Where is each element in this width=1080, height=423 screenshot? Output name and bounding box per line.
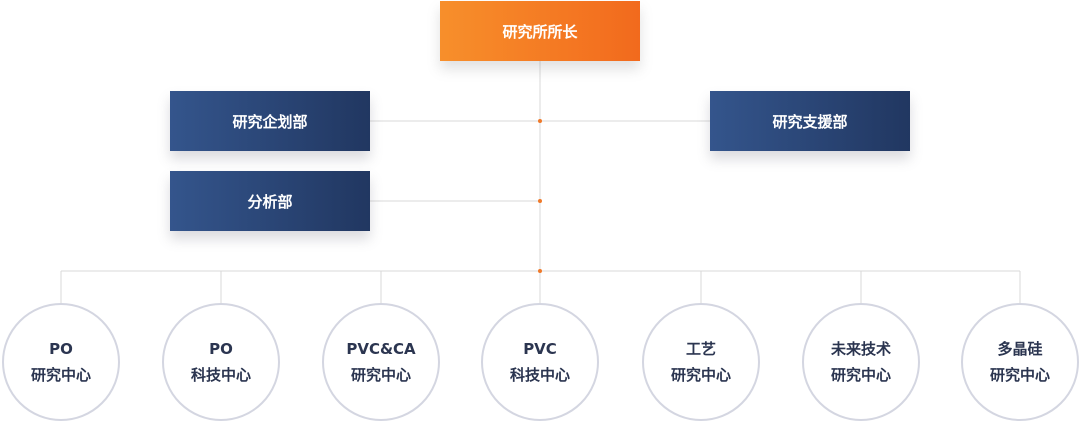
junction-dot — [538, 199, 542, 203]
center-name-line2: 研究中心 — [670, 366, 731, 384]
center-name-line2: 研究中心 — [30, 366, 91, 384]
center-process-research[interactable]: 工艺 研究中心 — [642, 303, 760, 421]
center-name-line1: PVC&CA — [346, 340, 416, 358]
director-box[interactable]: 研究所所长 — [440, 1, 640, 61]
center-po-technology[interactable]: PO 科技中心 — [162, 303, 280, 421]
center-pvc-ca-research[interactable]: PVC&CA 研究中心 — [322, 303, 440, 421]
junction-dot — [538, 119, 542, 123]
planning-department-label: 研究企划部 — [232, 112, 308, 131]
center-name-line1: PO — [209, 340, 233, 358]
center-name-line1: 未来技术 — [830, 340, 891, 358]
planning-department-box[interactable]: 研究企划部 — [170, 91, 370, 151]
center-name-line1: PO — [49, 340, 73, 358]
center-pvc-technology[interactable]: PVC 科技中心 — [481, 303, 599, 421]
center-name-line2: 研究中心 — [830, 366, 891, 384]
center-polysilicon-research[interactable]: 多晶硅 研究中心 — [961, 303, 1079, 421]
center-name-line2: 研究中心 — [350, 366, 411, 384]
center-name-line2: 研究中心 — [989, 366, 1050, 384]
support-department-box[interactable]: 研究支援部 — [710, 91, 910, 151]
center-name-line2: 科技中心 — [509, 366, 570, 384]
center-name-line1: 工艺 — [685, 340, 716, 358]
analysis-department-box[interactable]: 分析部 — [170, 171, 370, 231]
center-name-line1: PVC — [523, 340, 557, 358]
center-name-line1: 多晶硅 — [997, 340, 1043, 358]
center-future-technology-research[interactable]: 未来技术 研究中心 — [802, 303, 920, 421]
support-department-label: 研究支援部 — [772, 112, 848, 131]
center-name-line2: 科技中心 — [190, 366, 251, 384]
analysis-department-label: 分析部 — [247, 192, 293, 211]
junction-dot — [538, 269, 542, 273]
director-label: 研究所所长 — [502, 22, 578, 41]
center-po-research[interactable]: PO 研究中心 — [2, 303, 120, 421]
